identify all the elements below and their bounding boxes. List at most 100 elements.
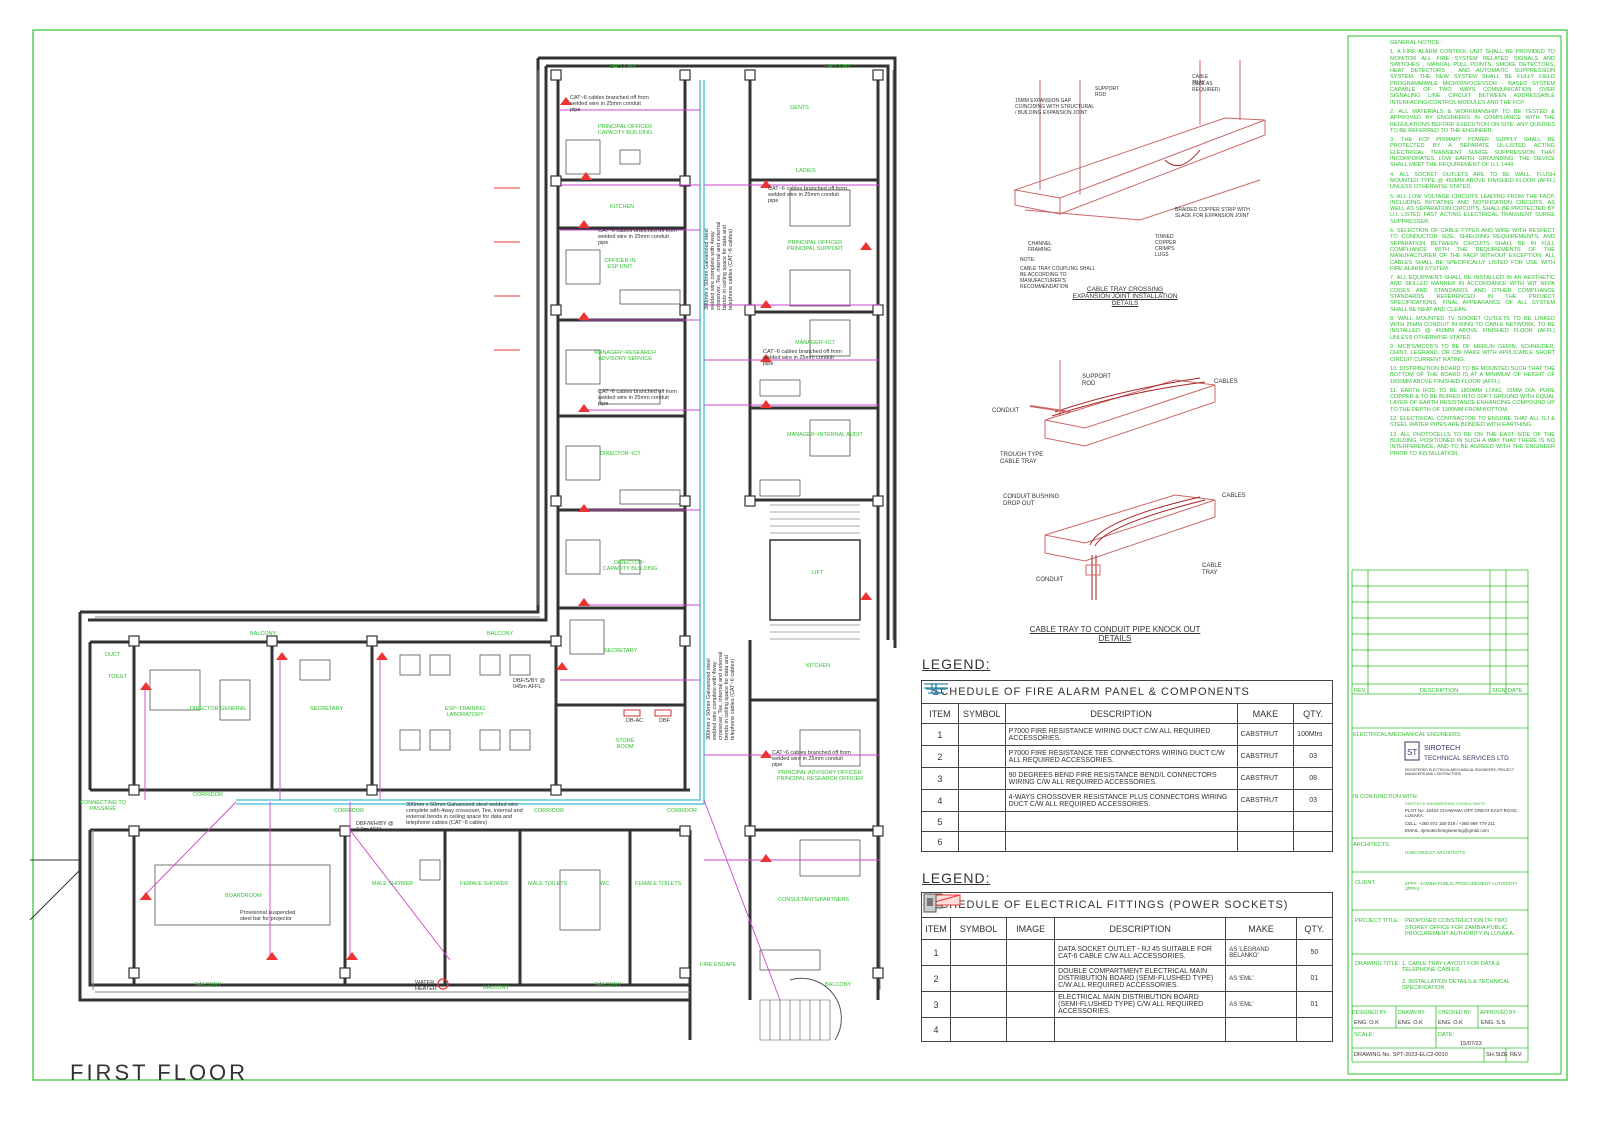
drafter: ENG. O.K [1398,1020,1423,1026]
furniture [149,139,861,971]
tb-label: DESIGNED BY: [1352,1010,1388,1016]
company-logo [1404,741,1420,761]
partner-email: EMAIL: sjenotechengineering@gmail.com [1405,828,1489,833]
distribution-boards [623,709,672,717]
notice-item: 1. A FIRE ALARM CONTROL UNIT SHALL BE PR… [1390,49,1555,106]
client-name: ZPPA - ZAMBIA PUBLIC PROCUREMENT AUTHORI… [1405,881,1518,891]
symbol-cell [923,682,1006,746]
cell: 08 [1293,767,1333,790]
table-row: 1 DATA SOCKET OUTLET - RJ 45 SUITABLE FO… [921,893,1334,966]
tb-label: DATE [1508,688,1523,694]
db-image-icon [923,893,936,912]
notice-item: 11. EARTH ROD TO BE 1800MM LONG, 15MM DI… [1390,387,1555,413]
notice-item: 3. THE FCP PRIMARY POWER SUPPLY SHALL BE… [1390,137,1555,169]
notice-item: 13. ALL PHOTOCELLS TO BE ON THE EAST SID… [1390,431,1555,457]
notice-item: 2. ALL MATERIALS & WORKMANSHIP TO BE TES… [1390,108,1555,134]
image-cell [923,893,1056,1018]
notice-item: 9. MCB'S/MCCB'S TO BE OF MERLIN GERIN, S… [1390,344,1555,363]
cell: 90 DEGREES BEND FIRE RESISTANCE BEND/L C… [1004,767,1238,790]
general-notice: GENERAL NOTICE : 1. A FIRE ALARM CONTROL… [1390,40,1555,460]
cell: CABSTRUT [1236,789,1295,812]
tb-label: ARCHITECTS: [1353,842,1391,848]
notice-item: 4. ALL SOCKET OUTLETS ARE TO BE WALL, FL… [1390,171,1555,191]
table-row: 1 P7000 FIRE RESISTANCE WIRING DUCT C/W … [921,682,1333,746]
col-header: ITEM [921,917,951,940]
company-name: TECHNICAL SERVICES LTD [1424,755,1509,762]
cell: P7000 FIRE RESISTANCE WIRING DUCT C/W AL… [1004,723,1238,746]
cell: CABSTRUT [1236,723,1295,746]
notice-item: 6. SELECTION OF CABLE TYPES AND WIRE WIT… [1390,228,1555,272]
tb-label: DRAWING TITLE: [1355,961,1401,967]
col-header: MAKE [1236,703,1295,724]
tb-label: PROJECT TITLE: [1355,918,1400,924]
tb-label: CLIENT: [1355,880,1376,886]
project-title: PROPOSED CONSTRUCTION OF TWO STOREY OFFI… [1405,918,1515,937]
cell: CABSTRUT [1236,767,1295,790]
cell: CABSTRUT [1236,745,1295,768]
cell: 03 [1293,789,1333,812]
cell: 3 [921,767,959,790]
drawing-title-1: 1. CABLE TRAY LAYOUT FOR DATA & TELEPHON… [1402,961,1500,973]
crossover-symbol [925,682,946,695]
data-cable-drops [139,109,880,1001]
approver: ENG. S.S [1481,1020,1506,1026]
tb-label: REV. [1354,688,1367,694]
schedule-title: SCHEDULE OF FIRE ALARM PANEL & COMPONENT… [921,680,1333,704]
detail-expansion-joint [1013,60,1266,221]
cable-tray-route [236,80,705,805]
table-row: 2 P7000 FIRE RESISTANCE TEE CONNECTORS W… [921,683,1333,768]
company-small: REGISTERED ELECTRICAL/MECHANICAL ENGINEE… [1405,768,1514,776]
detail-knockout [1044,494,1216,600]
cell: AS 'LEGRAND BELANKO' [1225,939,1297,966]
architects-name: HABCONSULT ARCHITECTS [1405,850,1466,855]
fire-alarm-schedule: SCHEDULE OF FIRE ALARM PANEL & COMPONENT… [921,680,1333,852]
tb-label: IN CONJUNCTION WITH: [1353,794,1419,800]
notice-item: 5. ALL LOW VOLTAGE CIRCUITS LEADING FROM… [1390,193,1555,225]
cell: 03 [1293,745,1333,768]
schedule-title: SCHEDULE OF ELECTRICAL FITTINGS (POWER S… [921,892,1333,918]
cell: AS 'EML' [1225,965,1297,992]
col-header: MAKE [1225,917,1297,940]
legend-heading: LEGEND: [922,870,991,886]
col-header: IMAGE [1006,917,1056,940]
cell: 4 [921,1017,951,1042]
table-row: 6 [921,831,1333,852]
partner-cell: CELL: +260 972 150 019 / +260 969 779 21… [1405,821,1495,826]
cell: 01 [1295,991,1334,1018]
cell: 100Mtrs [1293,723,1333,746]
symbol-cell [927,683,1006,768]
section-marks [494,187,520,351]
table-row: 4 4-WAYS CROSSOVER RESISTANCE PLUS CONNE… [921,682,1333,812]
tb-label: DESCRIPTION [1420,688,1459,694]
table-row: 3 90 DEGREES BEND FIRE RESISTANCE BEND/L… [921,682,1333,790]
connecting-passage [29,859,81,921]
cell: 2 [921,745,959,768]
symbol-cell [922,893,1008,966]
tb-label: DATE: [1438,1032,1455,1038]
title-block-grid [1351,569,1529,1063]
partner-address: PLOT No. 10424 CHAWAMA OFF GREAT EAST RO… [1405,808,1518,818]
tb-label: APPROVED BY: [1480,1010,1517,1016]
logo-lettering: ST [1407,748,1417,757]
cell: 2 [921,965,951,992]
columns [128,69,884,979]
tb-label: SIGN [1492,688,1506,694]
col-header: DESCRIPTION [1054,917,1227,940]
detail-trough-tray [1029,360,1216,447]
drawing-date: 15/07/23 [1460,1041,1482,1047]
tb-label: SH.SIZE [1486,1052,1508,1058]
symbol-cell [923,894,1008,992]
col-header: QTY. [1295,917,1334,940]
drawing-number: DRAWING No. SPT-2023-ELC2-0010 [1354,1052,1448,1058]
notice-title: GENERAL NOTICE : [1390,40,1443,46]
image-cell [923,893,1056,992]
designer: ENG. O.K [1354,1020,1379,1026]
cell: 6 [921,831,959,852]
cell: 01 [1295,965,1334,992]
cell: 3 [921,991,951,1018]
symbol-cell [925,682,1006,812]
cell: 4-WAYS CROSSOVER RESISTANCE PLUS CONNECT… [1004,789,1238,812]
company-name: SIROTECH [1424,745,1461,752]
